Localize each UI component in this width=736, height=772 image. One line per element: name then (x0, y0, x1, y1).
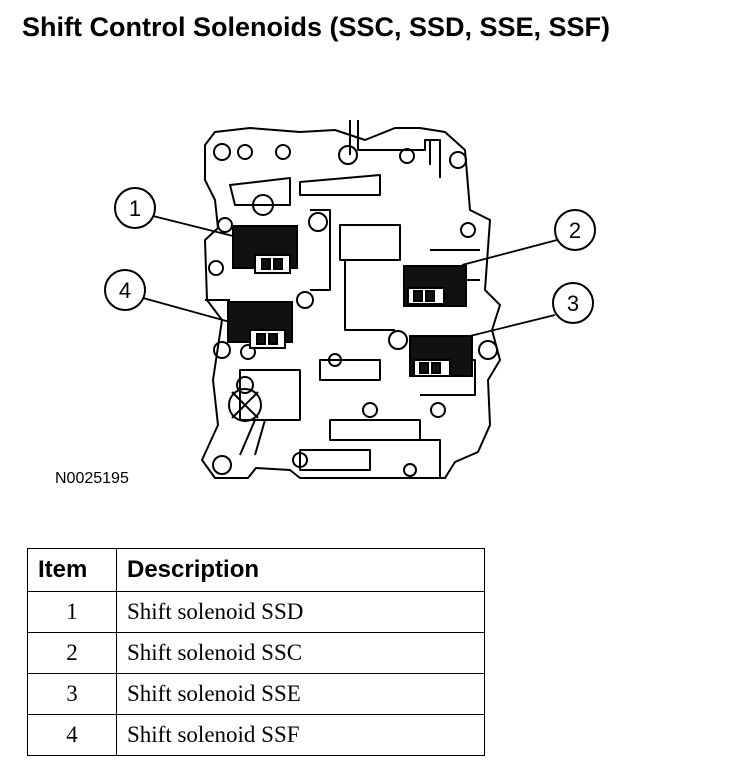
callout-3 (552, 282, 594, 324)
table-row: 4 Shift solenoid SSF (27, 714, 485, 756)
item-number: 3 (27, 673, 117, 715)
item-number: 4 (27, 714, 117, 756)
callout-label-2: 2 (569, 218, 581, 243)
item-description: Shift solenoid SSD (116, 591, 485, 633)
table-row: 3 Shift solenoid SSE (27, 673, 485, 715)
page-title: Shift Control Solenoids (SSC, SSD, SSE, … (22, 12, 611, 42)
callout-label-4: 4 (119, 278, 131, 303)
callout-2 (554, 209, 596, 251)
item-description: Shift solenoid SSC (116, 632, 485, 674)
callout-4 (104, 269, 146, 311)
valve-body-illustration: 1 2 3 4 (104, 120, 596, 479)
callout-1 (114, 187, 156, 229)
figure-id: N0025195 (55, 470, 129, 487)
callout-label-1: 1 (129, 196, 141, 221)
item-number: 2 (27, 632, 117, 674)
table-row: 2 Shift solenoid SSC (27, 632, 485, 674)
table-row: 1 Shift solenoid SSD (27, 591, 485, 633)
callout-label-3: 3 (567, 291, 579, 316)
header-item: Item (27, 548, 117, 592)
item-description: Shift solenoid SSE (116, 673, 485, 715)
table-header-row: Item Description (27, 548, 485, 592)
item-description: Shift solenoid SSF (116, 714, 485, 756)
item-number: 1 (27, 591, 117, 633)
header-description: Description (116, 548, 485, 592)
item-table: Item Description 1 Shift solenoid SSD 2 … (27, 548, 485, 756)
